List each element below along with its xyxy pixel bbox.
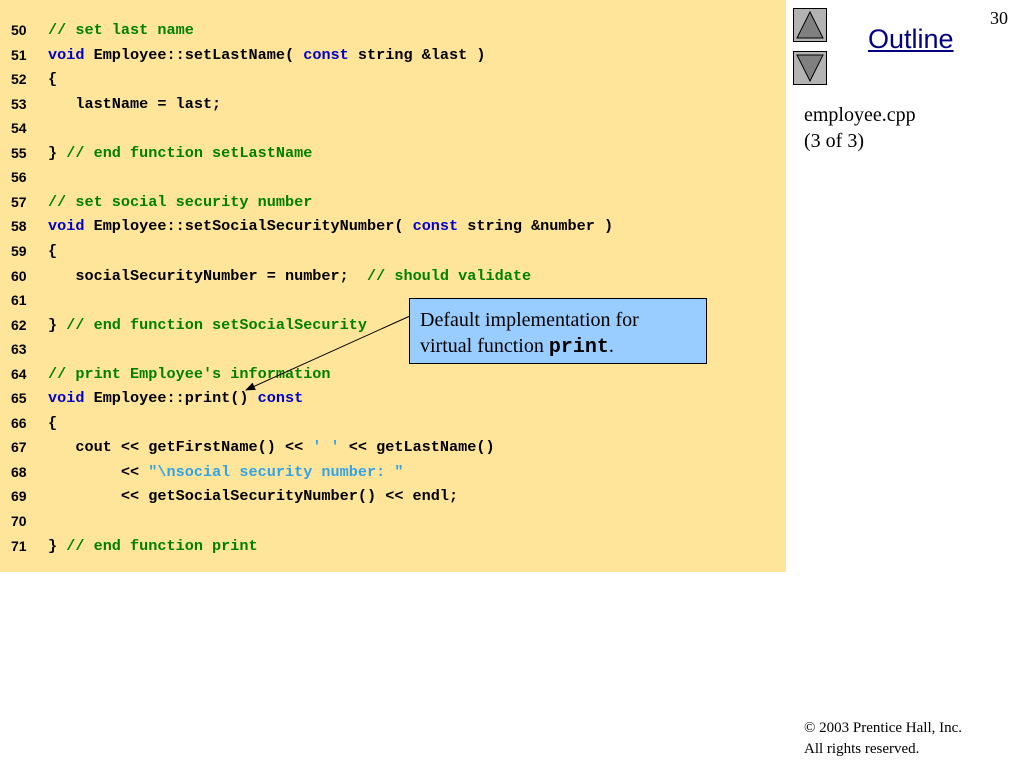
copyright-line-2: All rights reserved.: [804, 741, 920, 757]
code-token-plain: << getLastName(): [339, 438, 495, 457]
line-number: 52: [11, 71, 27, 88]
line-number: 65: [11, 390, 27, 407]
callout-line-2-suffix: .: [608, 335, 614, 357]
file-part: (3 of 3): [804, 130, 864, 152]
code-token-keyword: const: [412, 217, 459, 236]
code-token-keyword: void: [48, 45, 85, 64]
outline-link[interactable]: Outline: [868, 24, 954, 54]
code-text: cout << getFirstName() << ' ' << getLast…: [48, 435, 495, 459]
code-token-plain: {: [48, 70, 58, 89]
line-number: 54: [11, 120, 27, 137]
line-number: 66: [11, 414, 27, 431]
line-number: 68: [11, 463, 27, 480]
line-number: 62: [11, 316, 27, 333]
line-number: 55: [11, 144, 27, 161]
code-text: << "\nsocial security number: ": [48, 460, 404, 484]
code-token-comment: // set social security number: [48, 192, 313, 211]
file-name: employee.cpp: [804, 104, 916, 126]
line-number: 60: [11, 267, 27, 284]
line-number: 71: [11, 537, 27, 554]
line-number: 61: [11, 292, 27, 309]
line-number: 53: [11, 95, 27, 112]
triangle-up-icon: [796, 10, 824, 39]
code-text: void Employee::setSocialSecurityNumber( …: [48, 214, 613, 238]
line-number: 70: [11, 513, 27, 529]
code-token-plain: << getSocialSecurityNumber() << endl;: [48, 487, 459, 506]
code-token-keyword: void: [48, 217, 85, 236]
next-slide-button[interactable]: [793, 51, 827, 85]
line-number: 51: [11, 46, 27, 63]
code-token-plain: {: [48, 241, 58, 260]
code-token-plain: string &last ): [348, 45, 486, 64]
line-number: 50: [11, 22, 27, 38]
code-text: lastName = last;: [48, 92, 221, 116]
code-text: } // end function print: [48, 534, 258, 558]
code-text: // set social security number: [48, 190, 312, 214]
code-token-string: "\nsocial security number: ": [148, 462, 404, 481]
code-text: } // end function setSocialSecurity: [48, 313, 367, 337]
copyright-footer: © 2003 Prentice Hall, Inc. All rights re…: [804, 718, 962, 760]
code-token-plain: }: [48, 315, 67, 334]
code-token-plain: }: [48, 143, 67, 162]
code-text: } // end function setLastName: [48, 141, 312, 165]
code-token-comment: // should validate: [367, 266, 532, 285]
code-text: void Employee::setLastName( const string…: [48, 43, 486, 67]
callout-box: Default implementation for virtual funct…: [409, 298, 707, 364]
line-number: 64: [11, 365, 27, 382]
code-token-plain: string &number ): [458, 217, 614, 236]
code-token-comment: // end function setSocialSecurity: [66, 315, 367, 334]
code-token-comment: // set last name: [48, 21, 194, 39]
previous-slide-button[interactable]: [793, 8, 827, 42]
code-text: void Employee::print() const: [48, 386, 303, 410]
code-token-plain: }: [48, 536, 67, 555]
code-text: {: [48, 411, 57, 435]
code-text: socialSecurityNumber = number; // should…: [48, 264, 531, 288]
copyright-symbol: ©: [804, 720, 816, 736]
code-token-plain: Employee::setSocialSecurityNumber(: [84, 217, 413, 236]
slide-number: 30: [990, 8, 1008, 28]
line-number: 69: [11, 488, 27, 505]
code-text: << getSocialSecurityNumber() << endl;: [48, 484, 458, 508]
callout-line-2: virtual function print.: [420, 333, 696, 361]
file-label: employee.cpp (3 of 3): [804, 102, 916, 154]
code-text: // print Employee's information: [48, 362, 331, 386]
code-token-plain: socialSecurityNumber = number;: [48, 266, 367, 285]
code-text: {: [48, 239, 57, 263]
code-token-plain: {: [48, 413, 58, 432]
line-number: 58: [11, 218, 27, 235]
code-token-plain: lastName = last;: [48, 94, 222, 113]
code-token-plain: cout << getFirstName() <<: [48, 438, 313, 457]
code-text: // set last name: [48, 18, 194, 42]
callout-line-1: Default implementation for: [420, 309, 639, 331]
triangle-down-icon: [796, 54, 824, 83]
code-token-keyword: const: [303, 45, 349, 64]
code-token-string: ' ': [312, 438, 340, 457]
code-token-plain: Employee::print(): [84, 389, 258, 408]
code-token-comment: // end function print: [66, 536, 258, 555]
line-number: 67: [11, 439, 27, 456]
code-text: {: [48, 67, 57, 91]
code-token-comment: // print Employee's information: [48, 364, 331, 383]
line-number: 59: [11, 242, 27, 259]
code-token-keyword: const: [257, 389, 304, 408]
code-token-plain: <<: [48, 462, 149, 481]
code-token-plain: Employee::setLastName(: [84, 45, 304, 64]
code-token-comment: // end function setLastName: [66, 143, 313, 162]
copyright-line-1: 2003 Prentice Hall, Inc.: [819, 720, 963, 736]
line-number: 56: [11, 169, 27, 186]
code-token-keyword: void: [48, 389, 85, 408]
callout-code-print: print: [548, 336, 609, 359]
line-number: 57: [11, 193, 27, 210]
callout-line-2-prefix: virtual function: [420, 335, 549, 357]
line-number: 63: [11, 341, 27, 358]
